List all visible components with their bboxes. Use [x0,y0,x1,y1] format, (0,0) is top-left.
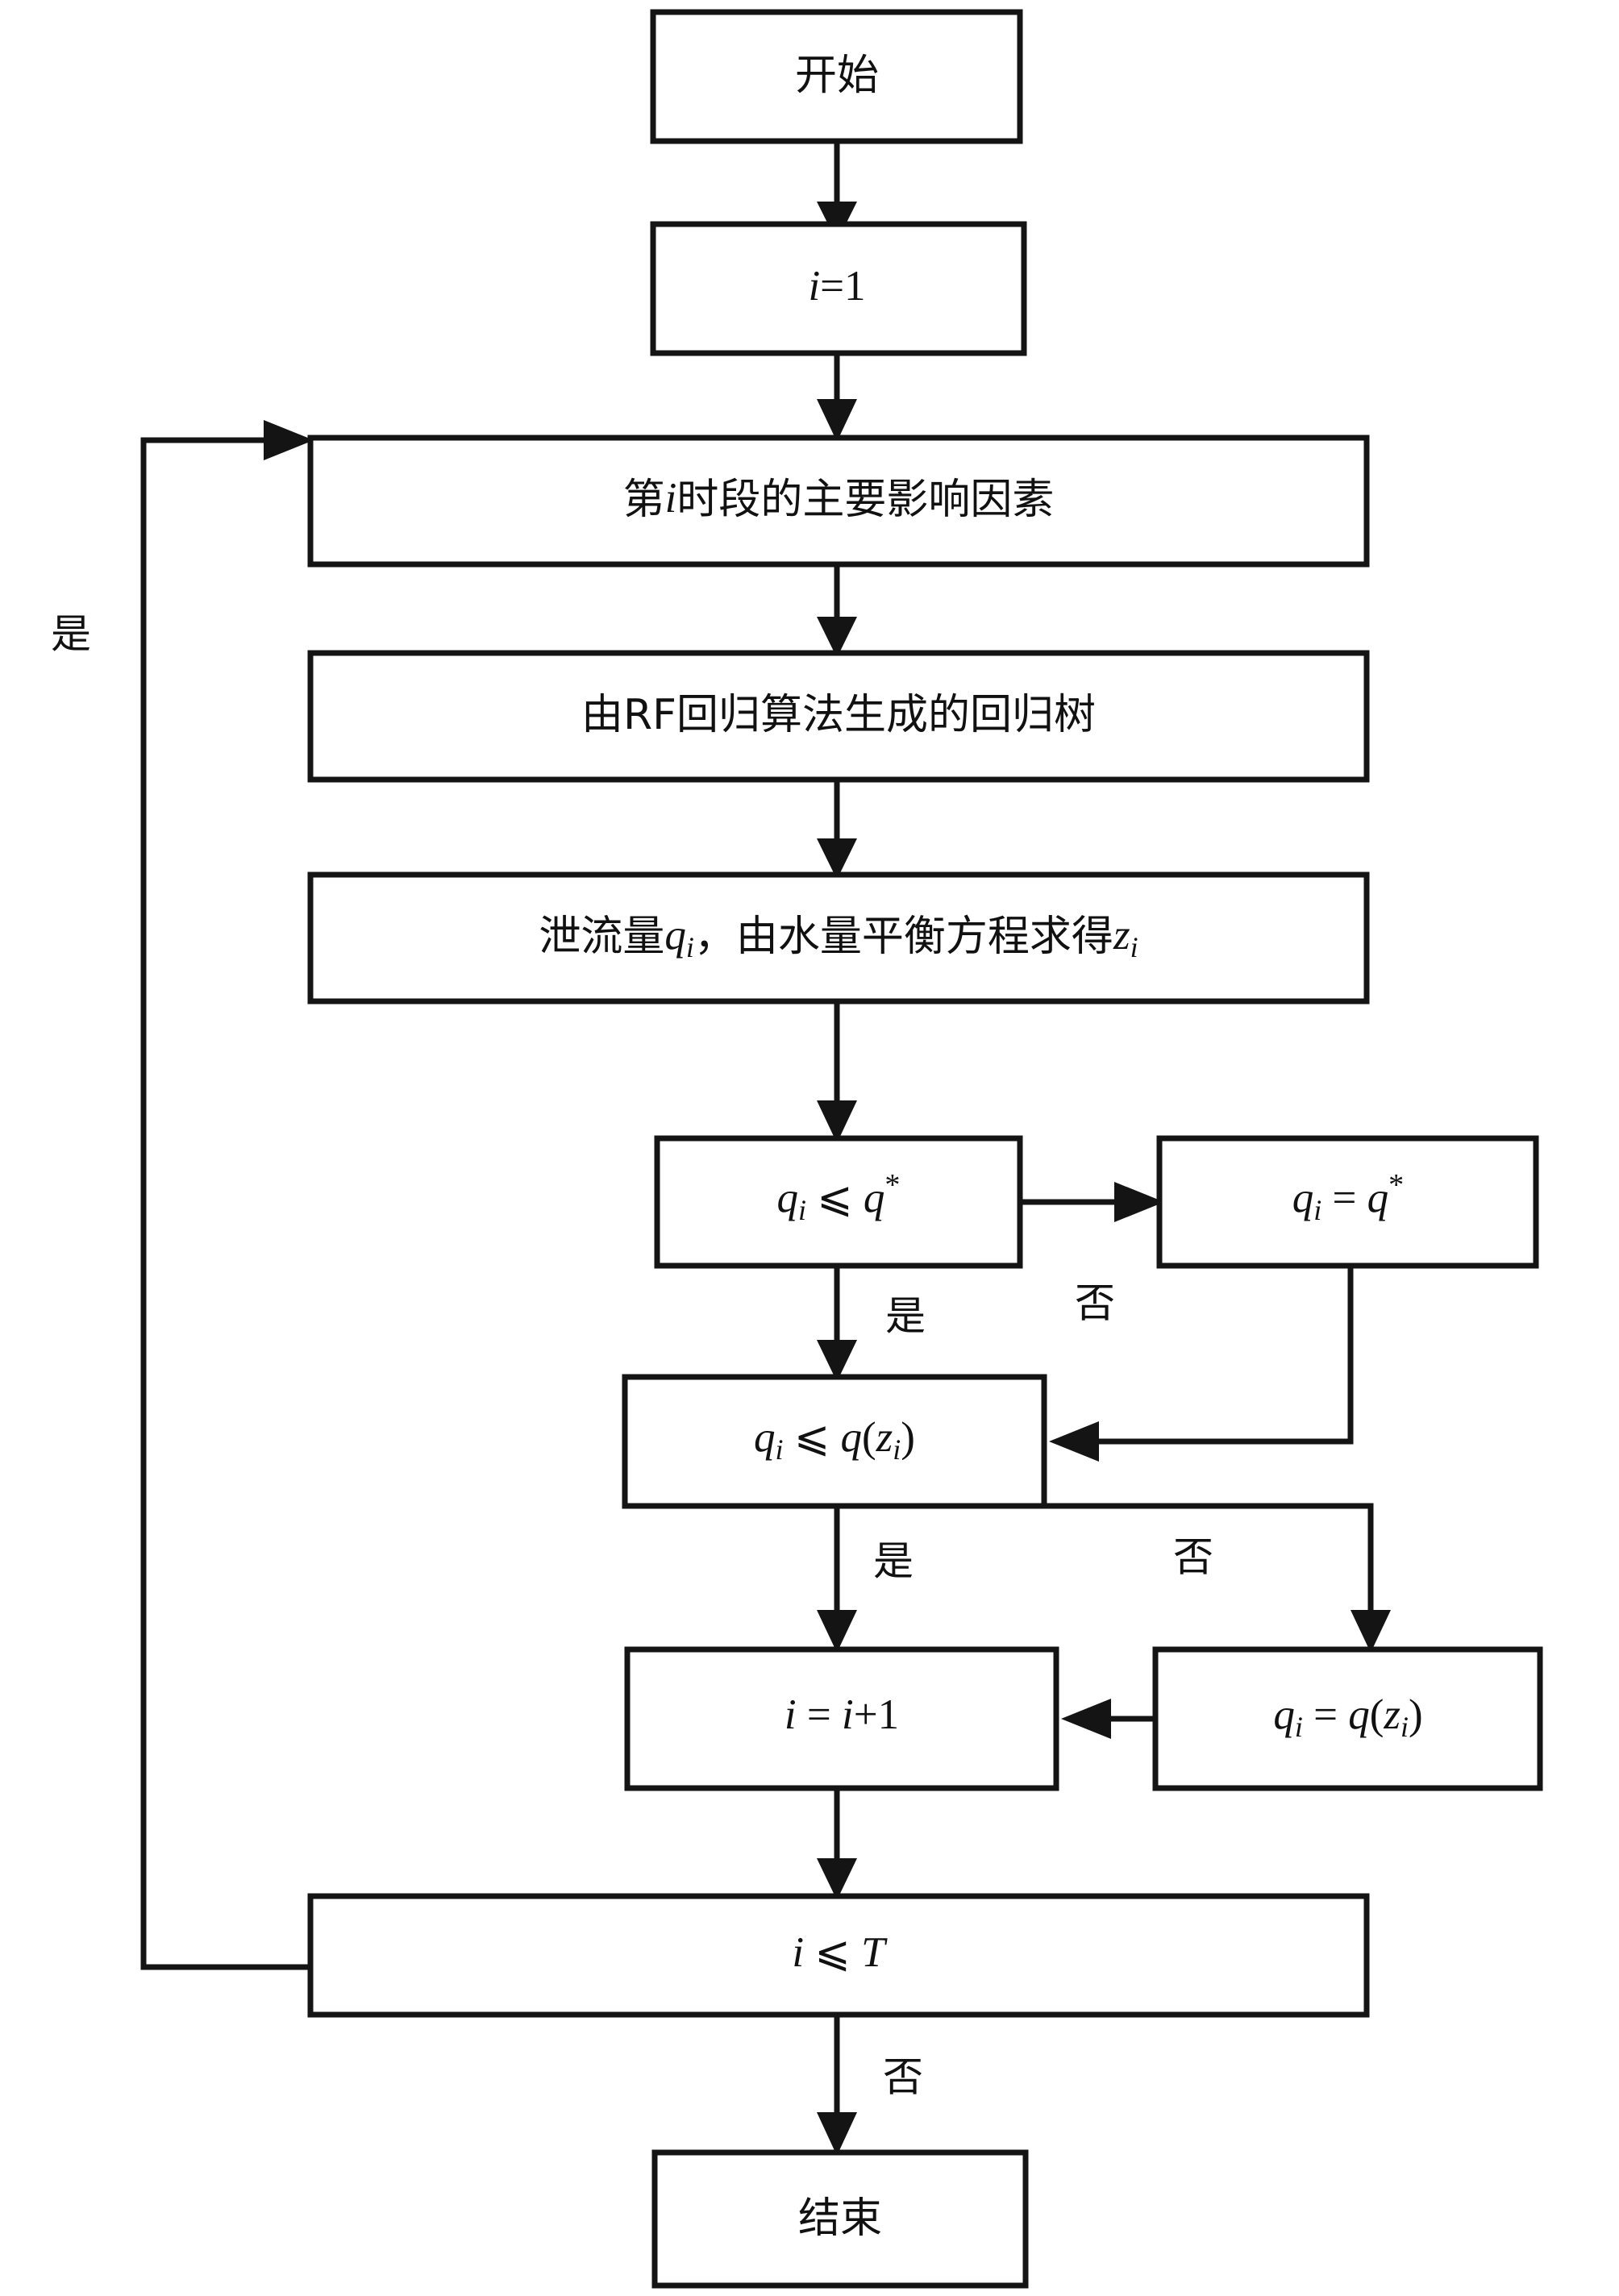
branch-label-yes-loop: 是 [51,611,91,658]
condition-q-le-qstar-node[interactable]: qi ⩽ q* [654,1135,1023,1269]
condition-q-le-qstar-node-label: qi ⩽ q* [776,1168,900,1227]
edge-rftree-to-discharge [817,780,857,880]
increment-i-node-label: i = i+1 [785,1691,899,1738]
increment-i-node-box[interactable] [624,1646,1059,1791]
rf-regression-tree-node-box[interactable] [307,650,1370,783]
branch-label-yes-qz: 是 [873,1538,914,1585]
edge-cond-qz-no-to-set-qz [1044,1503,1391,1653]
assign-q-eq-qstar-node-box[interactable] [1156,1135,1539,1269]
edge-cond-qstar-yes-to-cond-qz [817,1266,857,1382]
period-factors-node[interactable]: 第i时段的主要影响因素 [307,435,1370,568]
condition-i-le-T-node-label: i ⩽ T [792,1929,888,1976]
assign-q-eq-qstar-node[interactable]: qi = q* [1156,1135,1539,1269]
end-node-label: 结束 [798,2194,882,2243]
condition-i-le-T-node[interactable]: i ⩽ T [307,1893,1370,2018]
edge-factors-to-rftree [817,564,857,658]
edge-cond-iT-no-to-end [817,2015,857,2156]
edge-init-to-factors [817,353,857,442]
condition-q-le-qstar-node-box[interactable] [654,1135,1023,1269]
start-node[interactable]: 开始 [650,9,1023,144]
discharge-water-balance-node-label: 泄流量qi，由水量平衡方程求得zi [539,912,1138,963]
end-node-box[interactable] [651,2149,1029,2289]
start-node-label: 开始 [795,52,879,100]
edge-set-qz-to-increment [1061,1699,1155,1739]
edge-cond-iT-yes-to-factors [140,420,314,1970]
branch-label-no-qz: 否 [1173,1534,1213,1581]
condition-q-le-qz-node-box[interactable] [622,1374,1047,1509]
init-node-box[interactable] [650,221,1027,356]
edge-cond-qstar-no-to-set-qstar [1020,1182,1164,1222]
discharge-water-balance-node-box[interactable] [307,871,1370,1004]
period-factors-node-label: 第i时段的主要影响因素 [623,475,1055,524]
rf-regression-tree-node[interactable]: 由RF回归算法生成的回归树 [307,650,1370,783]
increment-i-node[interactable]: i = i+1 [624,1646,1059,1791]
init-node[interactable]: i=1 [650,221,1027,356]
assign-q-eq-qz-node-box[interactable] [1152,1646,1543,1791]
discharge-water-balance-node[interactable]: 泄流量qi，由水量平衡方程求得zi [307,871,1370,1004]
condition-q-le-qz-node[interactable]: qi ⩽ q(zi) [622,1374,1047,1509]
assign-q-eq-qstar-node-label: qi = q* [1292,1168,1404,1227]
edge-increment-to-cond-iT [817,1788,857,1900]
rf-regression-tree-node-label: 由RF回归算法生成的回归树 [581,691,1096,739]
assign-q-eq-qz-node-label: qi = q(zi) [1273,1691,1422,1743]
end-node[interactable]: 结束 [651,2149,1029,2289]
edge-set-qstar-to-cond-qz [1049,1266,1354,1462]
assign-q-eq-qz-node[interactable]: qi = q(zi) [1152,1646,1543,1791]
edge-discharge-to-cond-qstar [817,1001,857,1143]
branch-label-yes-qstar: 是 [885,1293,926,1340]
condition-q-le-qz-node-label: qi ⩽ q(zi) [754,1414,915,1466]
branch-label-no-qstar: 否 [1075,1280,1115,1327]
branch-label-no-iT: 否 [883,2054,923,2101]
edge-cond-qz-yes-to-increment [817,1506,857,1653]
start-node-box[interactable] [650,9,1023,144]
init-node-label: i=1 [808,263,865,310]
period-factors-node-box[interactable] [307,435,1370,568]
condition-i-le-T-node-box[interactable] [307,1893,1370,2018]
